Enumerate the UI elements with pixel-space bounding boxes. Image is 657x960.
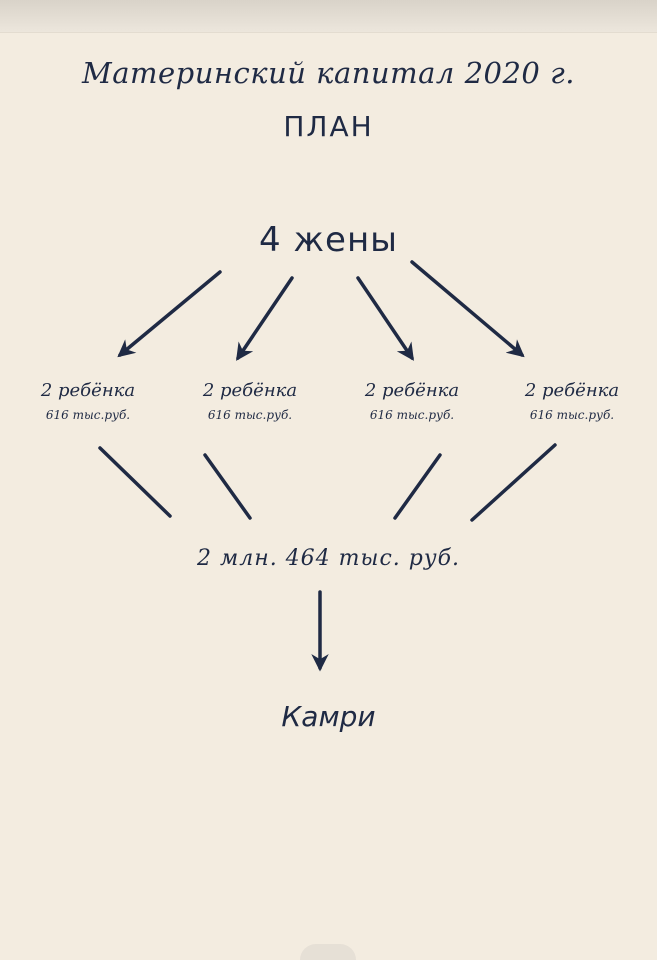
- child-amount-4: 616 тыс.руб.: [529, 408, 615, 422]
- total-node: 2 млн. 464 тыс. руб.: [196, 546, 461, 571]
- arrow-wives-to-child-4: [410, 260, 525, 358]
- child-node-2: 2 ребёнка: [202, 380, 298, 401]
- line-child-1-to-total: [98, 446, 172, 518]
- diagram-title: Материнский капитал 2020 г.: [82, 56, 575, 90]
- child-node-1: 2 ребёнка: [40, 380, 136, 401]
- result-node: Камри: [281, 700, 376, 733]
- arrow-wives-to-child-1: [117, 270, 222, 358]
- arrow-wives-to-child-3: [356, 276, 414, 361]
- line-child-2-to-total: [203, 453, 252, 520]
- child-amount-2: 616 тыс.руб.: [207, 408, 293, 422]
- line-child-4-to-total: [470, 443, 557, 522]
- top-bar: [0, 0, 657, 33]
- line-child-3-to-total: [393, 453, 442, 520]
- diagram-subtitle: ПЛАН: [283, 110, 374, 143]
- wives-node: 4 жены: [258, 220, 399, 260]
- arrow-wives-to-child-2: [236, 276, 294, 361]
- scroll-indicator: [300, 944, 356, 960]
- child-node-3: 2 ребёнка: [364, 380, 460, 401]
- child-amount-3: 616 тыс.руб.: [369, 408, 455, 422]
- child-node-4: 2 ребёнка: [524, 380, 620, 401]
- child-amount-1: 616 тыс.руб.: [45, 408, 131, 422]
